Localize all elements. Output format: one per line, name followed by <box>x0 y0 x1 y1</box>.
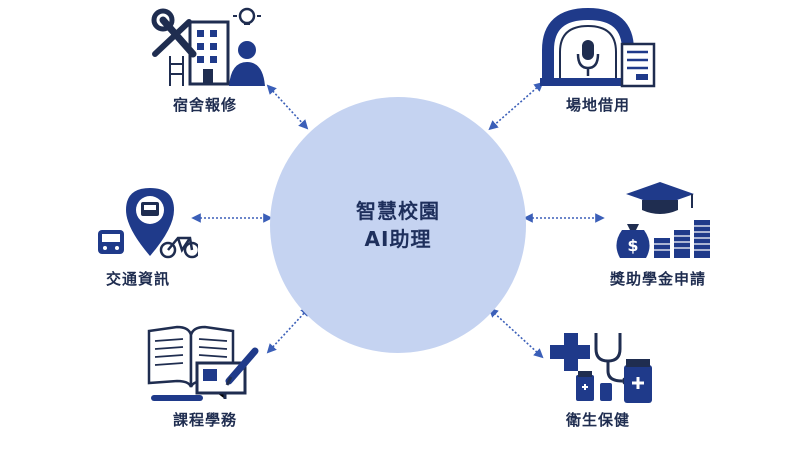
svg-text:$: $ <box>627 236 638 255</box>
node-label-health: 衛生保健 <box>565 411 630 429</box>
node-label-venue: 場地借用 <box>565 96 630 114</box>
wrench-building-person-icon <box>151 6 265 86</box>
connector-health <box>488 307 544 359</box>
node-label-scholarship: 獎助學金申請 <box>609 270 706 288</box>
hub-subtitle: AI助理 <box>364 227 432 251</box>
connector-venue <box>488 81 544 131</box>
node-transport-info: 交通資訊 <box>63 180 213 289</box>
node-health-care: 衛生保健 <box>523 325 673 430</box>
node-venue-booking: 場地借用 <box>523 6 673 115</box>
stage-microphone-icon <box>540 7 656 88</box>
graduation-cap-money-icon: $ <box>616 182 710 258</box>
hub-title: 智慧校園 <box>356 199 440 223</box>
node-label-course: 課程學務 <box>172 411 237 429</box>
node-label-transport: 交通資訊 <box>105 270 170 288</box>
map-pin-bus-bicycle-icon <box>98 188 198 259</box>
node-course-affairs: 課程學務 <box>130 325 280 430</box>
node-label-dorm: 宿舍報修 <box>172 96 237 114</box>
node-dorm-repair: 宿舍報修 <box>130 6 280 115</box>
book-computer-pencil-icon <box>147 325 259 401</box>
connector-course <box>266 306 311 354</box>
medical-cross-stethoscope-icon <box>550 333 652 403</box>
connector-dorm <box>266 84 309 130</box>
hub-circle: 智慧校園 AI助理 <box>270 97 526 353</box>
node-scholarship: $ 獎助學金申請 <box>583 180 733 289</box>
